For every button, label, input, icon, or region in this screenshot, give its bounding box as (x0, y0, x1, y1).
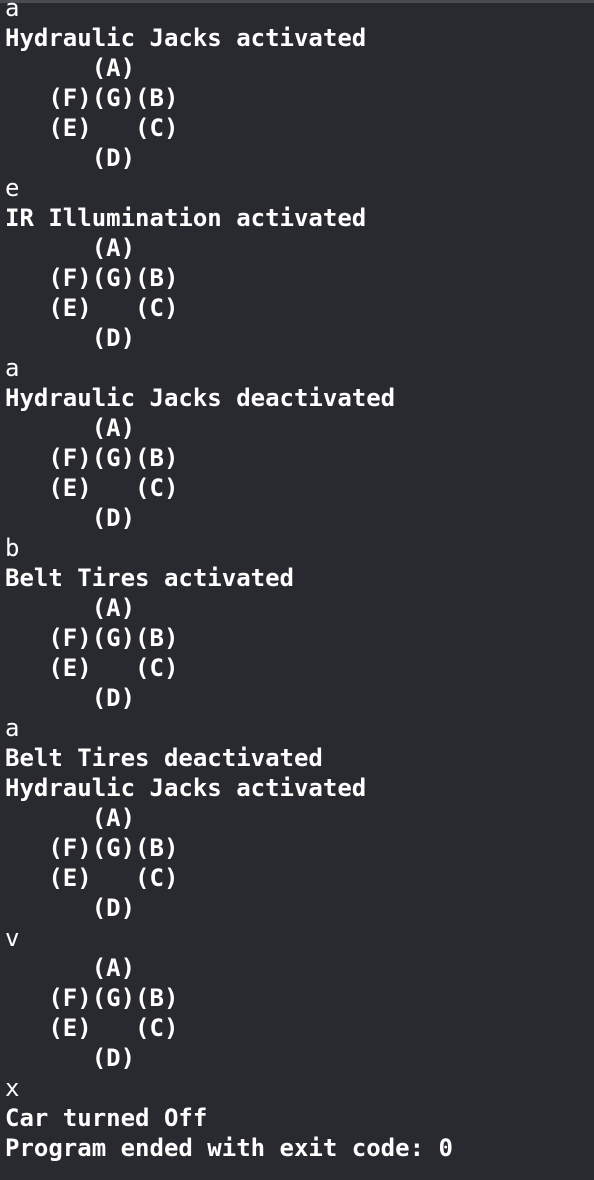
console-output-line: (E) (C) (5, 294, 179, 322)
console-output-line: (D) (5, 324, 136, 352)
console-output-line: (A) (5, 414, 136, 442)
console-input-line: b (5, 534, 20, 562)
console-output-line: (F)(G)(B) (5, 264, 179, 292)
console-input-line: a (5, 0, 20, 22)
console-input-line: a (5, 354, 20, 382)
console-output-line: Hydraulic Jacks activated (5, 24, 367, 52)
console-output-line: (A) (5, 804, 136, 832)
console-output-line: (E) (C) (5, 474, 179, 502)
console-input-line: x (5, 1074, 20, 1102)
console-input-line: e (5, 174, 20, 202)
console-output-line: (D) (5, 504, 136, 532)
console-output-line: (F)(G)(B) (5, 984, 179, 1012)
console-output-line: (E) (C) (5, 1014, 179, 1042)
console-output-line: (A) (5, 234, 136, 262)
console-output-line: (E) (C) (5, 654, 179, 682)
console-input-line: a (5, 714, 20, 742)
console-output-line: Belt Tires activated (5, 564, 294, 592)
console-output-line: (F)(G)(B) (5, 624, 179, 652)
console-output-line: Belt Tires deactivated (5, 744, 323, 772)
console-output-line: (F)(G)(B) (5, 444, 179, 472)
console-output-line: IR Illumination activated (5, 204, 367, 232)
console-output-line: (D) (5, 684, 136, 712)
console-output-line: (E) (C) (5, 864, 179, 892)
console-output-line: (A) (5, 54, 136, 82)
console-output-line: Car turned Off (5, 1104, 208, 1132)
console-output-line: (F)(G)(B) (5, 84, 179, 112)
console-output-line: (D) (5, 1044, 136, 1072)
console-output-line: Hydraulic Jacks deactivated (5, 384, 396, 412)
console-output-line: Hydraulic Jacks activated (5, 774, 367, 802)
console-output-line: Program ended with exit code: 0 (5, 1134, 453, 1162)
console-output-line: (A) (5, 594, 136, 622)
console-output-line: (E) (C) (5, 114, 179, 142)
console-output-line: (A) (5, 954, 136, 982)
console-output-line: (F)(G)(B) (5, 834, 179, 862)
console-output-line: (D) (5, 144, 136, 172)
console-input-line: v (5, 924, 20, 952)
console-output-line: (D) (5, 894, 136, 922)
